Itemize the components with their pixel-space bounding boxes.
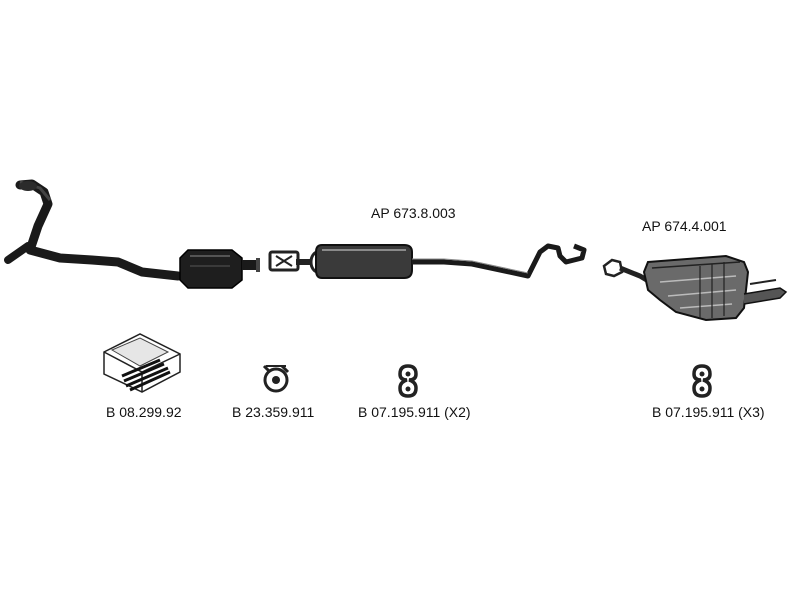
mounting-kit-box-icon bbox=[103, 333, 181, 393]
pipe-clamp-part-number: B 23.359.911 bbox=[232, 404, 315, 420]
rubber-hanger-icon bbox=[692, 364, 712, 398]
hanger-part-number-x2: B 07.195.911 (X2) bbox=[358, 404, 471, 420]
middle-silencer-pipe bbox=[268, 243, 587, 279]
mounting-kit-part-number: B 08.299.92 bbox=[106, 404, 182, 420]
hanger-part-number-x3: B 07.195.911 (X3) bbox=[652, 404, 765, 420]
front-pipe-catalytic-converter bbox=[4, 179, 260, 289]
rear-silencer-drawing bbox=[602, 254, 788, 322]
middle-silencer-part-number: AP 673.8.003 bbox=[371, 205, 456, 221]
pipe-clamp-icon bbox=[262, 364, 290, 393]
rear-silencer-part-number: AP 674.4.001 bbox=[642, 218, 727, 234]
rubber-hanger-icon bbox=[398, 364, 418, 398]
